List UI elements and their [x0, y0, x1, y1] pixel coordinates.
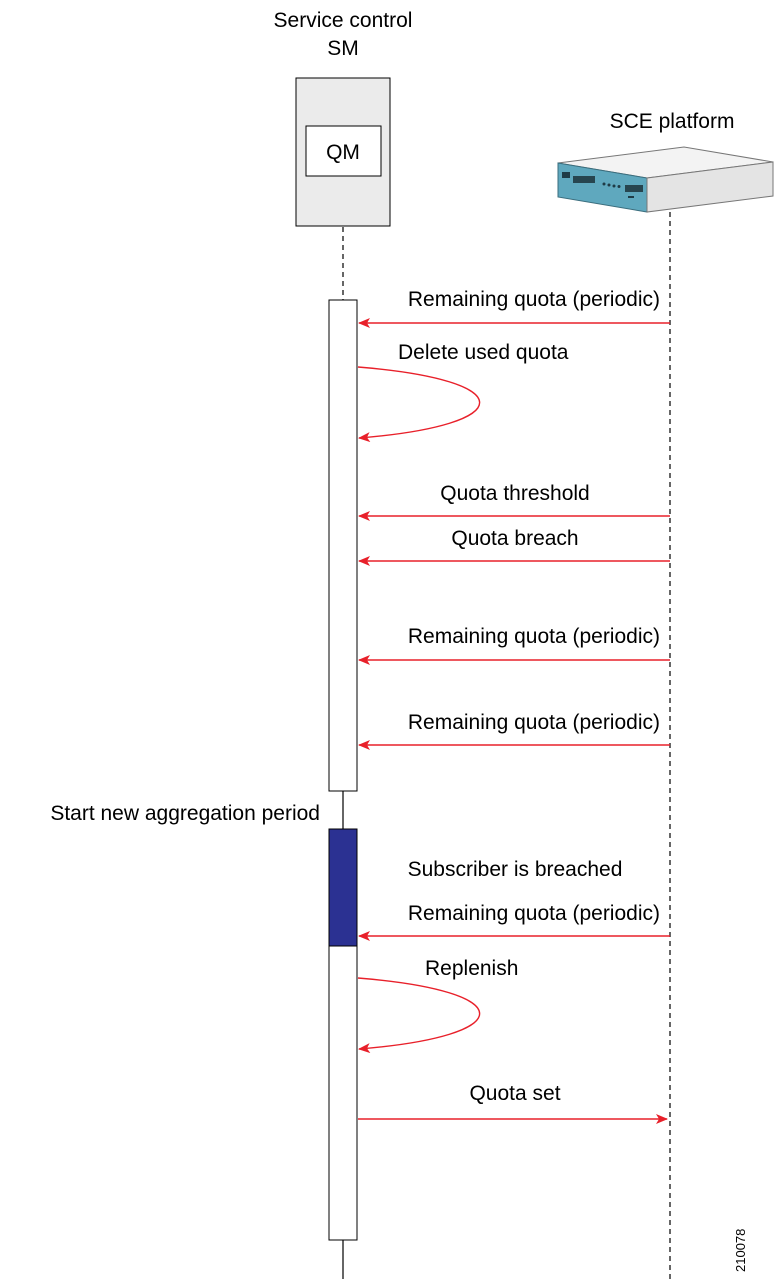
message-label: Remaining quota (periodic) [408, 288, 660, 311]
figure-id: 210078 [733, 1229, 748, 1272]
sm-activation-bar-1 [328, 299, 358, 792]
self-message-arrow [357, 366, 481, 443]
sm-breached-block [328, 828, 358, 947]
message-label: Delete used quota [398, 341, 569, 364]
sm-title-line1: Service control [274, 9, 413, 32]
message-label: Quota breach [451, 527, 578, 550]
sce-title: SCE platform [610, 110, 735, 133]
message-label: Remaining quota (periodic) [408, 902, 660, 925]
qm-label: QM [326, 141, 360, 164]
sm-activation-bar-2 [328, 945, 358, 1241]
sce-platform-device-icon [557, 146, 774, 213]
aggregation-note: Start new aggregation period [50, 802, 320, 825]
message-label: Remaining quota (periodic) [408, 625, 660, 648]
message-label: Replenish [425, 957, 518, 980]
breached-note: Subscriber is breached [408, 858, 623, 881]
qm-box [305, 125, 382, 177]
message-label: Quota set [469, 1082, 560, 1105]
message-label: Quota threshold [440, 482, 589, 505]
self-message-arrow [357, 977, 481, 1054]
message-label: Remaining quota (periodic) [408, 711, 660, 734]
sm-title-line2: SM [327, 37, 359, 60]
